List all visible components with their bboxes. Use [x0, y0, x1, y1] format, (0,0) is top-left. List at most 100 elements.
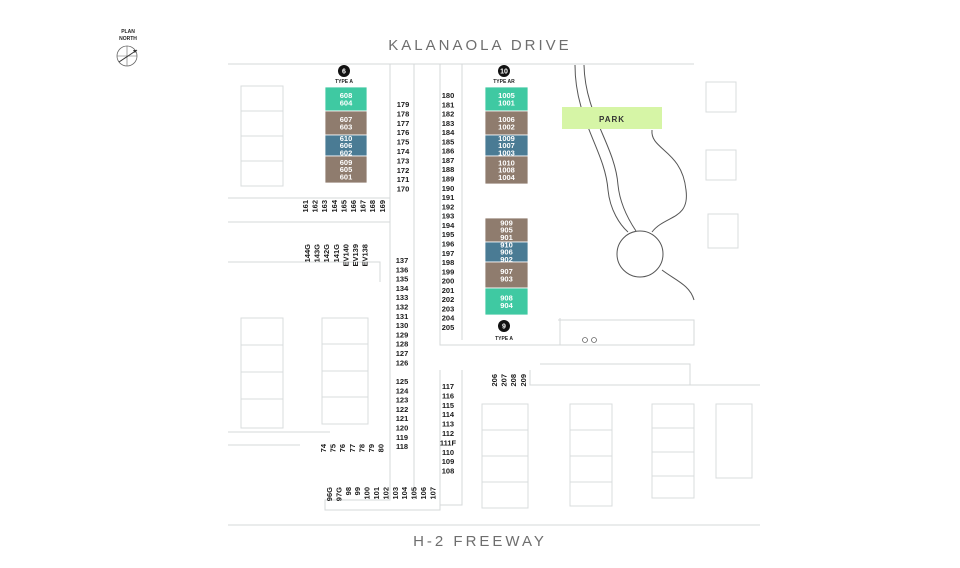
parking-stall-label: 135	[396, 275, 409, 284]
unit-number: 904	[500, 301, 513, 310]
plan-north-indicator: PLAN NORTH	[116, 29, 138, 67]
parking-stall-label: 103	[391, 487, 400, 500]
parking-stall-label: 132	[396, 303, 409, 312]
parking-stall-label: 203	[442, 304, 455, 313]
building-number-badge	[338, 65, 350, 77]
parking-stall-label: 193	[442, 212, 455, 221]
park-area: PARK	[562, 107, 662, 129]
unit-block-fill	[484, 86, 529, 112]
unit-number: 1007	[498, 141, 515, 150]
parking-stall-label: 143G	[313, 244, 322, 263]
parking-stall-label: 100	[363, 487, 372, 500]
parking-stall-label: 195	[442, 230, 455, 239]
parking-stall-label: 128	[396, 340, 409, 349]
parking-stall-label: 102	[381, 487, 390, 500]
parking-stall-label: 134	[396, 284, 409, 293]
parking-stall-label: 99	[353, 487, 362, 495]
unit-number: 910	[500, 240, 513, 249]
parking-stall-label: 181	[442, 100, 455, 109]
parking-stall-label: 130	[396, 321, 409, 330]
parking-stall-label: 101	[372, 487, 381, 500]
parking-stall-label: 108	[442, 467, 455, 476]
parking-stall-label: 119	[396, 433, 408, 442]
north-label-line-1: PLAN	[121, 29, 135, 35]
parking-stall-label: 189	[442, 175, 455, 184]
parking-stall-label: 115	[442, 401, 454, 410]
parking-stall-label: 126	[396, 358, 409, 367]
parking-stall-label: 169	[378, 200, 387, 213]
building-type: TYPE AR	[493, 79, 515, 85]
unit-block-fill	[484, 287, 529, 316]
building-number-badge	[498, 65, 510, 77]
parking-stall-label: 113	[442, 420, 454, 429]
parking-stall-label: 168	[368, 200, 377, 213]
parking-stall-label: 105	[410, 487, 419, 500]
unit-number: 608	[340, 91, 353, 100]
parking-stall-label: 196	[442, 239, 455, 248]
road-label-kalanaola-drive: KALANAOLA DRIVE	[388, 37, 571, 54]
building-type: TYPE A	[495, 336, 513, 342]
building-number: 6	[342, 69, 346, 76]
parking-stall-label: 141G	[332, 244, 341, 263]
unit-number: 908	[500, 294, 513, 303]
compass-icon	[116, 45, 138, 67]
parking-stall-label: 142G	[322, 244, 331, 263]
parking-stall-label: 192	[442, 202, 455, 211]
parking-stall-label: 172	[397, 166, 410, 175]
unit-number: 1010	[498, 158, 515, 167]
unit-number: 604	[340, 98, 353, 107]
unit-number: 906	[500, 248, 513, 257]
parking-stall-label: 202	[442, 295, 455, 304]
parking-stall-label: 110	[442, 448, 454, 457]
unit-number: 909	[500, 218, 513, 227]
unit-number: 601	[340, 172, 353, 181]
parking-stall-label: 197	[442, 249, 455, 258]
parking-stall-label: 96G	[325, 487, 334, 501]
parking-stall-label: 177	[397, 119, 410, 128]
unit-number: 602	[340, 148, 353, 157]
unit-number: 1009	[498, 134, 515, 143]
parking-stall-label: 79	[367, 444, 376, 452]
parking-stall-label: 144G	[303, 244, 312, 263]
parking-stall-label: 185	[442, 137, 455, 146]
parking-stall-label: 131	[396, 312, 409, 321]
parking-stall-label: 97G	[334, 487, 343, 501]
unit-block-fill	[484, 155, 529, 185]
unit-block-fill	[324, 110, 368, 136]
parking-stall-label: 178	[397, 109, 410, 118]
parking-stall-label: 123	[396, 396, 409, 405]
unit-number: 606	[340, 141, 353, 150]
parking-stall-label: EV139	[351, 244, 360, 267]
unit-number: 607	[340, 115, 353, 124]
park-label: PARK	[599, 115, 625, 124]
parking-stall-label: 200	[442, 277, 455, 286]
parking-stall-label: 191	[442, 193, 455, 202]
unit-number: 1002	[498, 122, 515, 131]
unit-number: 1008	[498, 166, 515, 175]
parking-stall-label: EV138	[361, 244, 370, 267]
parking-stall-label: 137	[396, 256, 409, 265]
parking-stall-label: 111F	[440, 438, 457, 447]
parking-stall-label: 104	[400, 486, 409, 499]
parking-stall-label: 121	[396, 414, 409, 423]
ghost-buildings	[240, 81, 753, 509]
parking-stall-label: 117	[442, 382, 454, 391]
parking-stall-label: 184	[442, 128, 455, 137]
unit-number: 903	[500, 274, 513, 283]
parking-stall-label: 182	[442, 110, 455, 119]
parking-stall-label: 74	[319, 443, 328, 452]
